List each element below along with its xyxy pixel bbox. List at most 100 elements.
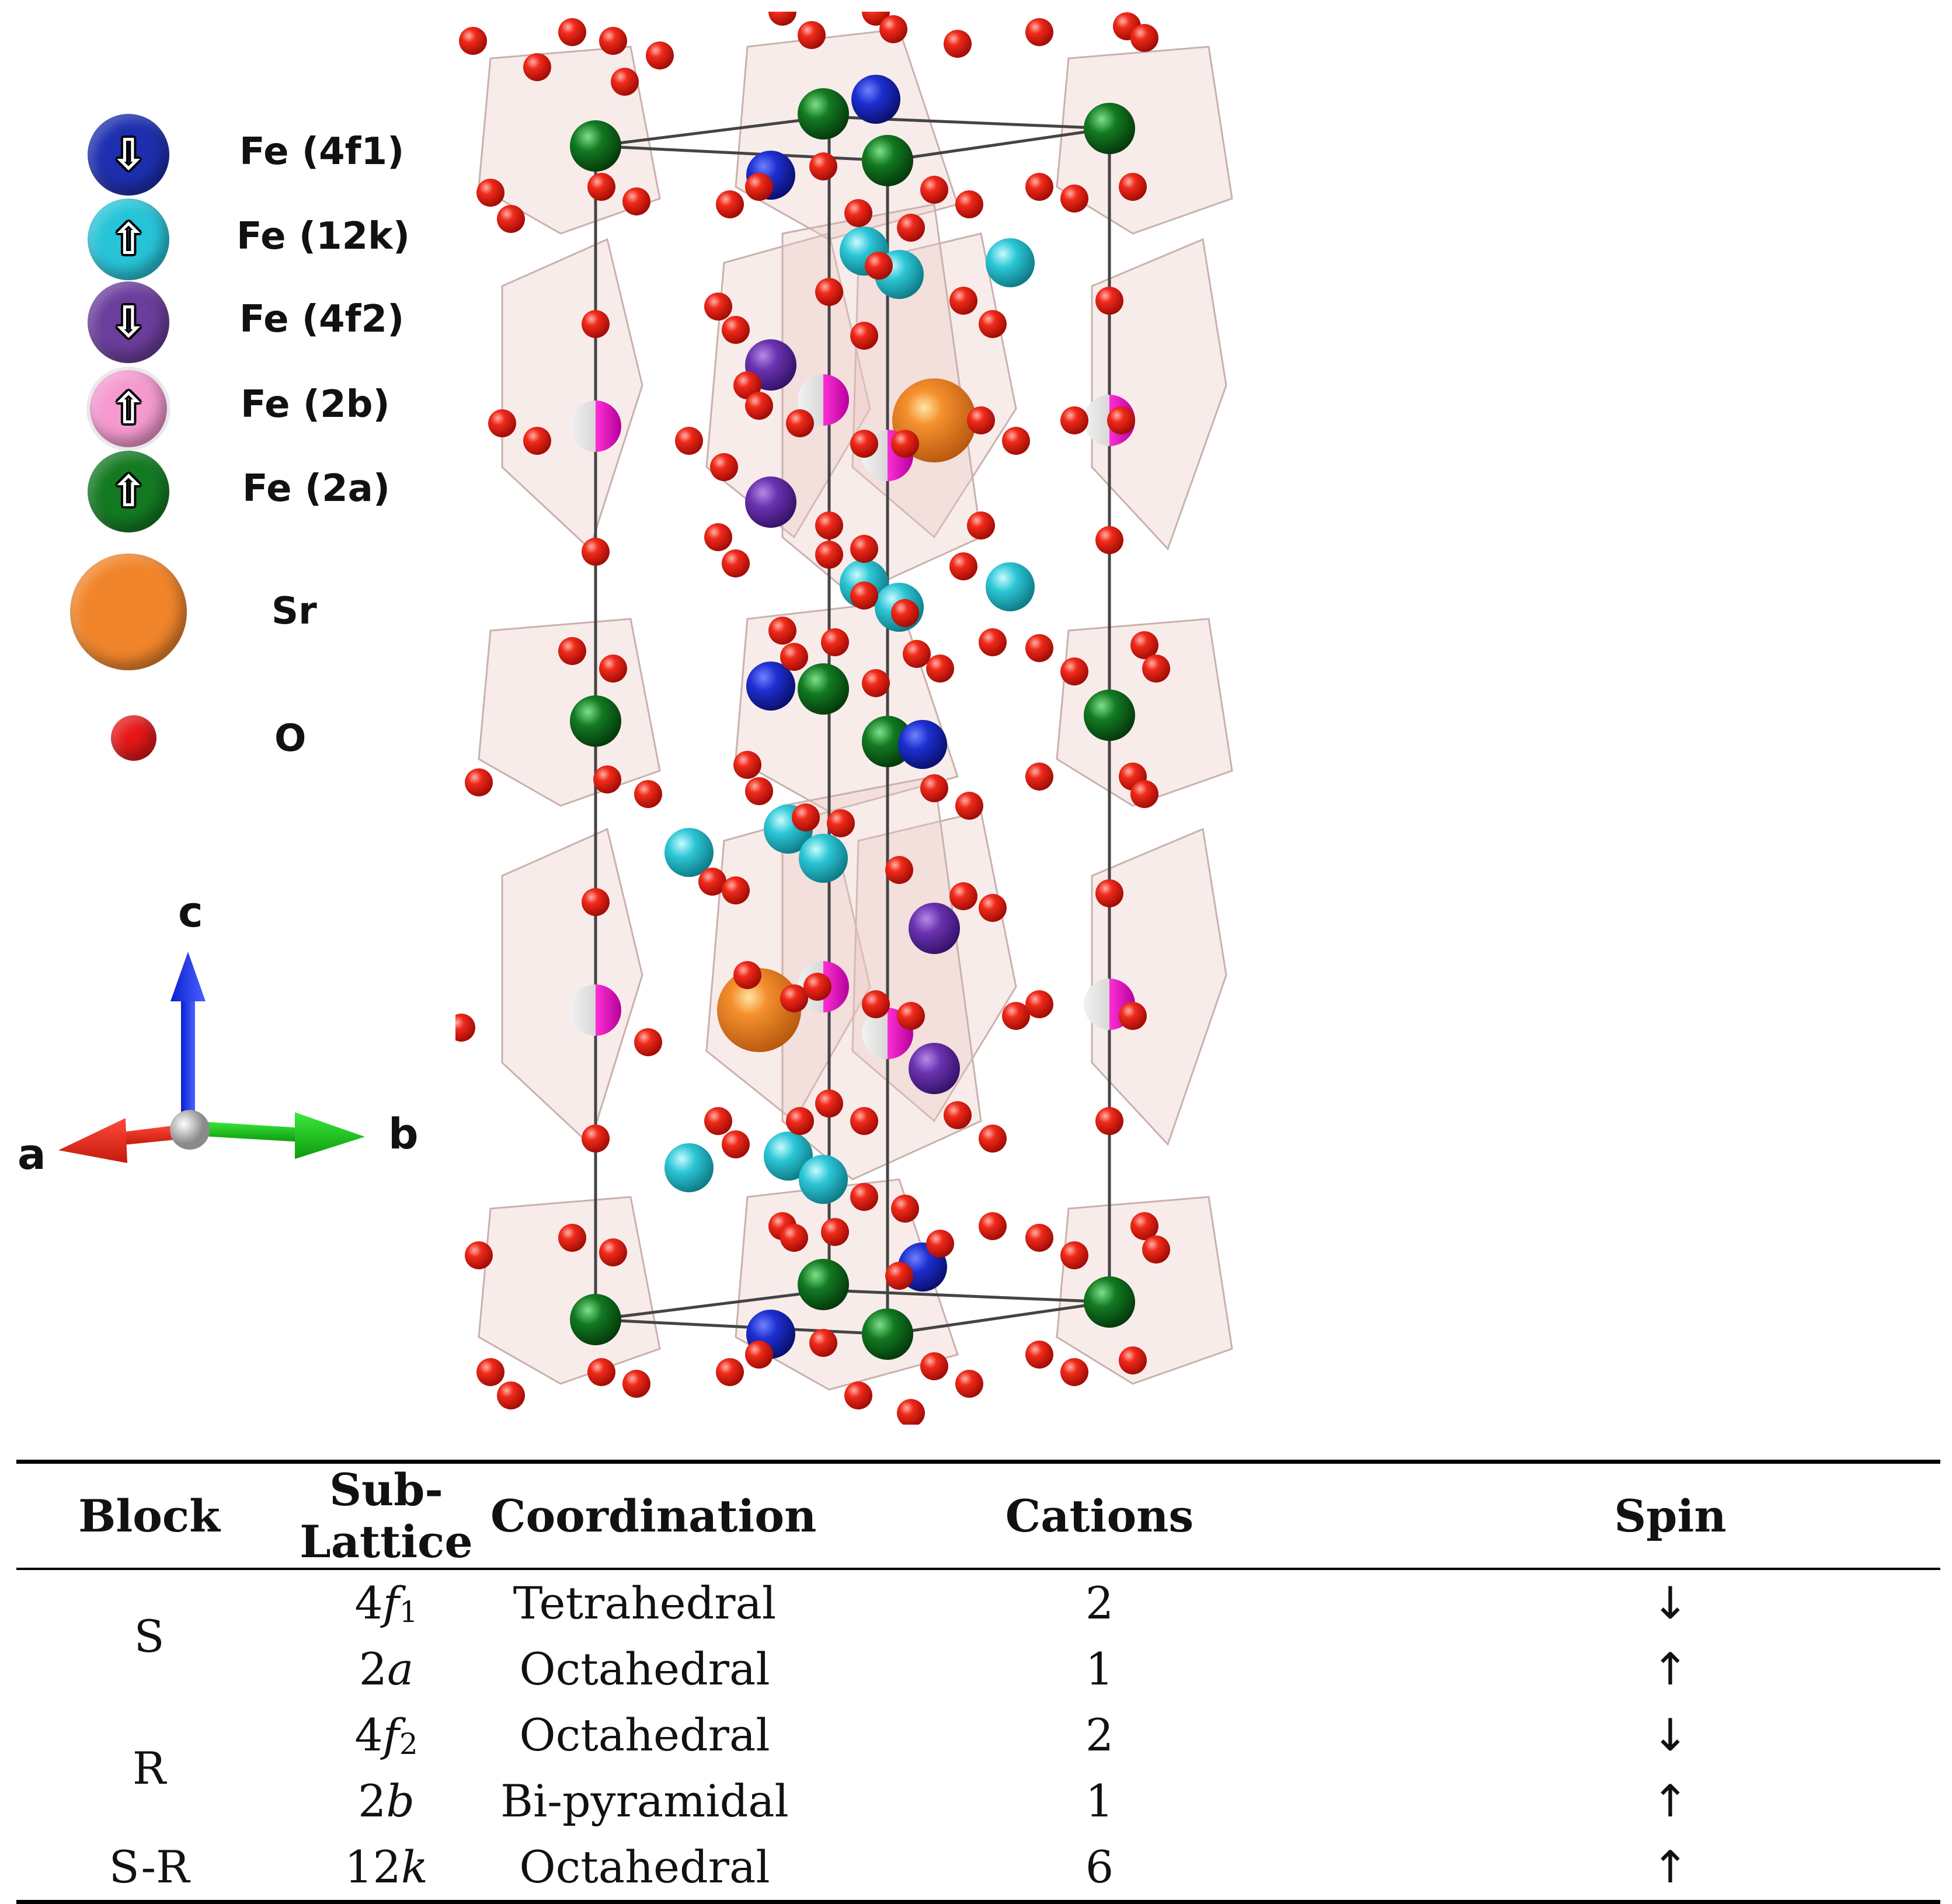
oxygen-atom xyxy=(920,1352,948,1380)
coordination-cell: Bi-pyramidal xyxy=(500,1775,789,1827)
polyhedron xyxy=(1091,827,1227,1146)
fe-2b-atom xyxy=(798,374,849,426)
fe-2a-atom xyxy=(570,695,621,747)
oxygen-atom xyxy=(582,888,610,916)
oxygen-atom xyxy=(850,535,878,563)
legend-label: Sr xyxy=(272,590,317,633)
fe-2a-atom xyxy=(1084,1276,1135,1328)
oxygen-atom xyxy=(862,669,890,697)
legend-item-fe-12k: ⇧ Fe (12k) xyxy=(0,193,467,280)
oxygen-atom xyxy=(768,617,796,645)
oxygen-atom xyxy=(698,868,726,896)
oxygen-atom xyxy=(885,1262,913,1290)
oxygen-atom xyxy=(1095,526,1123,554)
sublattice-cell: 2a xyxy=(359,1643,414,1695)
sublattice-table: Block Sub-Lattice Coordination Cations S… xyxy=(16,1460,1940,1904)
table-header-row: Block Sub-Lattice Coordination Cations S… xyxy=(16,1461,1940,1569)
oxygen-atom xyxy=(1025,990,1053,1018)
oxygen-atom xyxy=(523,53,551,81)
oxygen-atom xyxy=(809,1329,837,1357)
oxygen-atom xyxy=(1025,763,1053,791)
oxygen-atom xyxy=(1025,1341,1053,1369)
oxygen-atom xyxy=(704,293,732,321)
fe-12k-atom xyxy=(799,834,848,883)
oxygen-atom xyxy=(646,41,674,69)
cations-cell: 2 xyxy=(1085,1709,1114,1761)
fe-2a-atom xyxy=(1084,690,1135,741)
cations-cell: 6 xyxy=(1085,1841,1114,1893)
oxygen-atom xyxy=(582,538,610,566)
oxygen-atom xyxy=(1119,173,1147,201)
oxygen-atom xyxy=(1025,173,1053,201)
oxygen-atom xyxy=(815,541,843,569)
oxygen-atom xyxy=(1002,427,1030,455)
oxygen-atom xyxy=(733,371,761,399)
fe-12k-swatch: ⇧ xyxy=(88,199,169,280)
oxygen-atom xyxy=(1060,657,1088,685)
oxygen-atom xyxy=(821,1218,849,1246)
oxygen-atom xyxy=(815,278,843,306)
legend-label: Fe (2b) xyxy=(241,383,390,426)
oxygen-atom xyxy=(803,973,831,1001)
fe-4f1-atom xyxy=(851,75,900,124)
oxygen-atom xyxy=(979,1212,1007,1240)
oxygen-atom xyxy=(622,187,650,215)
oxygen-atom xyxy=(722,1130,750,1158)
b-axis-label: b xyxy=(388,1109,419,1158)
legend-label: Fe (4f1) xyxy=(239,130,405,173)
oxygen-atom xyxy=(897,1399,925,1425)
fe-2a-swatch: ⇧ xyxy=(88,451,169,532)
oxygen-atom xyxy=(844,1381,872,1409)
oxygen-atom xyxy=(979,894,1007,922)
oxygen-atom xyxy=(465,768,493,796)
oxygen-atom xyxy=(497,205,525,233)
spin-up-arrow-icon: ⇧ xyxy=(110,467,147,517)
table-row: R 4f2 Octahedral 2 ↓ xyxy=(16,1702,1940,1794)
legend-label: Fe (12k) xyxy=(236,215,410,258)
oxygen-atom xyxy=(1119,1346,1147,1374)
header-spin: Spin xyxy=(1614,1489,1727,1542)
oxygen-atom xyxy=(844,199,872,227)
axis-triad-arrows xyxy=(58,952,365,1163)
oxygen-atom xyxy=(599,655,627,683)
coordination-cell: Octahedral xyxy=(519,1643,770,1695)
block-cell: R xyxy=(132,1742,166,1794)
oxygen-atom xyxy=(850,1107,878,1135)
oxygen-atom xyxy=(967,406,995,434)
fe-2a-atom xyxy=(798,663,849,715)
oxygen-atom xyxy=(786,1107,814,1135)
oxygen-atom xyxy=(850,1183,878,1211)
oxygen-atom xyxy=(1119,1002,1147,1030)
oxygen-atom xyxy=(1095,879,1123,907)
oxygen-atom xyxy=(879,15,907,43)
oxygen-atom xyxy=(1060,185,1088,213)
oxygen-atom xyxy=(944,1101,972,1129)
table-row: 2a Octahedral 1 ↑ xyxy=(16,1636,1940,1702)
fe-4f1-atom xyxy=(898,720,947,769)
oxygen-atom xyxy=(1130,780,1158,808)
cations-cell: 1 xyxy=(1085,1643,1114,1695)
legend-label: O xyxy=(274,717,307,760)
fe-4f1-atom xyxy=(746,662,795,711)
oxygen-atom xyxy=(926,1230,954,1258)
oxygen-atom xyxy=(979,310,1007,338)
oxygen-atom xyxy=(926,655,954,683)
fe-4f2-atom xyxy=(909,1043,960,1094)
oxygen-atom xyxy=(675,427,703,455)
oxygen-atom xyxy=(634,1028,662,1056)
block-cell: S-R xyxy=(109,1841,190,1893)
table-row: 2b Bi-pyramidal 1 ↑ xyxy=(16,1768,1940,1834)
oxygen-atom xyxy=(599,27,627,55)
oxygen-atom xyxy=(850,322,878,350)
spin-cell: ↑ xyxy=(1651,1775,1689,1827)
fe-4f2-atom xyxy=(745,476,796,528)
fe-2a-atom xyxy=(862,1308,913,1360)
fe-2b-swatch: ⇧ xyxy=(86,367,171,451)
oxygen-atom xyxy=(587,173,615,201)
legend-label: Fe (4f2) xyxy=(239,298,405,341)
c-axis-arrow xyxy=(171,952,206,1133)
polyhedron xyxy=(1056,46,1233,235)
block-cell: S xyxy=(134,1610,165,1662)
oxygen-atom xyxy=(780,984,808,1012)
oxygen-atom xyxy=(1107,406,1135,434)
